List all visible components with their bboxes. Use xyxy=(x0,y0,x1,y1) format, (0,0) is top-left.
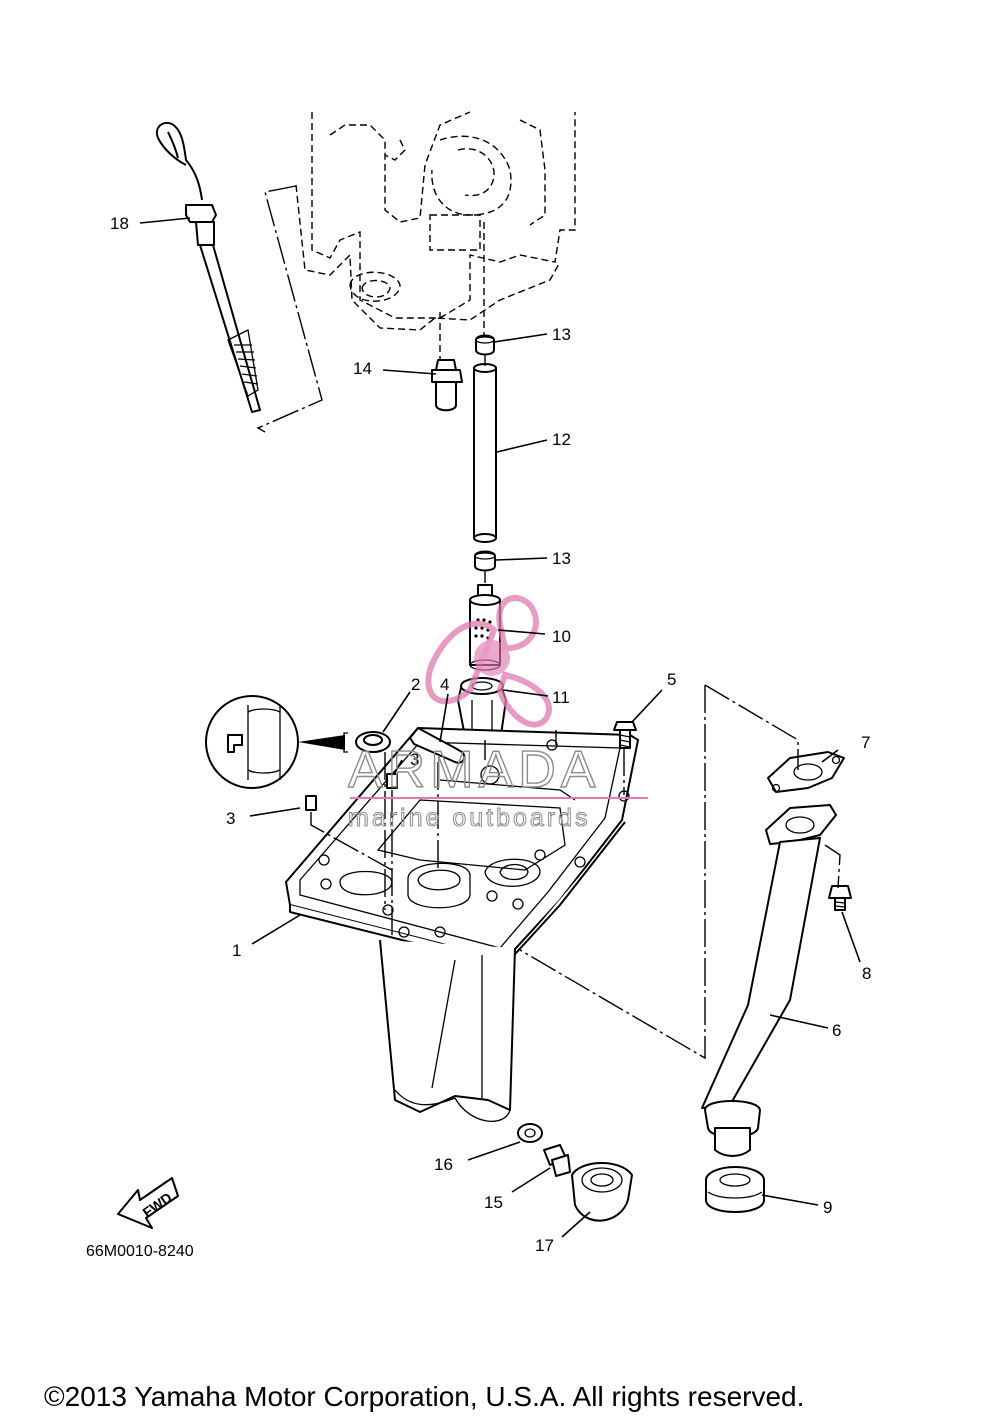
oil-seal xyxy=(343,731,391,753)
watermark-brand: ARMADA xyxy=(348,741,600,799)
forward-direction-arrow: FWD xyxy=(117,1177,179,1229)
copyright-notice: ©2013 Yamaha Motor Corporation, U.S.A. A… xyxy=(44,1381,804,1412)
callout-3a: 3 xyxy=(226,809,235,828)
drain-plug xyxy=(543,1144,571,1177)
callout-17: 17 xyxy=(535,1236,554,1255)
plug-fitting xyxy=(431,359,463,412)
watermark: ARMADA marine outboards xyxy=(347,740,648,833)
callout-7: 7 xyxy=(861,733,870,752)
engine-block-outline xyxy=(295,111,576,362)
callout-10: 10 xyxy=(552,627,571,646)
callout-9: 9 xyxy=(823,1198,832,1217)
callout-6: 6 xyxy=(832,1021,841,1040)
dowel-pins xyxy=(305,773,398,811)
bolt xyxy=(613,721,637,749)
callout-numbers: 1 2 3 3 4 5 6 7 8 9 10 11 12 13 13 14 15… xyxy=(110,214,871,1255)
suction-pipe xyxy=(473,363,497,543)
callout-3b: 3 xyxy=(410,750,419,769)
callout-14: 14 xyxy=(353,359,372,378)
callout-13b: 13 xyxy=(552,549,571,568)
rubber-grommet xyxy=(705,1166,765,1213)
rubber-seal xyxy=(571,1162,633,1222)
exhaust-pipe xyxy=(701,804,837,1157)
callout-2: 2 xyxy=(411,675,420,694)
drain-gasket xyxy=(517,1123,543,1143)
reference-lines xyxy=(310,354,841,1060)
dipstick-reference-line xyxy=(256,185,323,433)
callout-15: 15 xyxy=(484,1193,503,1212)
callout-11: 11 xyxy=(552,688,570,707)
diagram-code: 66M0010-8240 xyxy=(86,1243,194,1260)
callout-18: 18 xyxy=(110,214,129,233)
small-bolt xyxy=(828,885,852,911)
callout-leaders xyxy=(139,217,861,1238)
watermark-propeller-logo xyxy=(425,594,552,728)
exhaust-gasket xyxy=(767,751,845,793)
oil-pan xyxy=(285,727,639,1122)
callout-13a: 13 xyxy=(552,325,571,344)
dipstick xyxy=(156,122,261,413)
lower-pipe-seal xyxy=(474,550,496,572)
watermark-tagline: marine outboards xyxy=(348,804,591,832)
callout-5: 5 xyxy=(667,670,676,689)
callout-16: 16 xyxy=(434,1155,453,1174)
gasket xyxy=(409,727,466,764)
callout-12: 12 xyxy=(552,430,571,449)
upper-pipe-seal xyxy=(475,334,495,356)
seal-detail-view xyxy=(205,695,345,789)
callout-1: 1 xyxy=(232,941,241,960)
callout-8: 8 xyxy=(862,964,871,983)
callout-4: 4 xyxy=(440,675,449,694)
